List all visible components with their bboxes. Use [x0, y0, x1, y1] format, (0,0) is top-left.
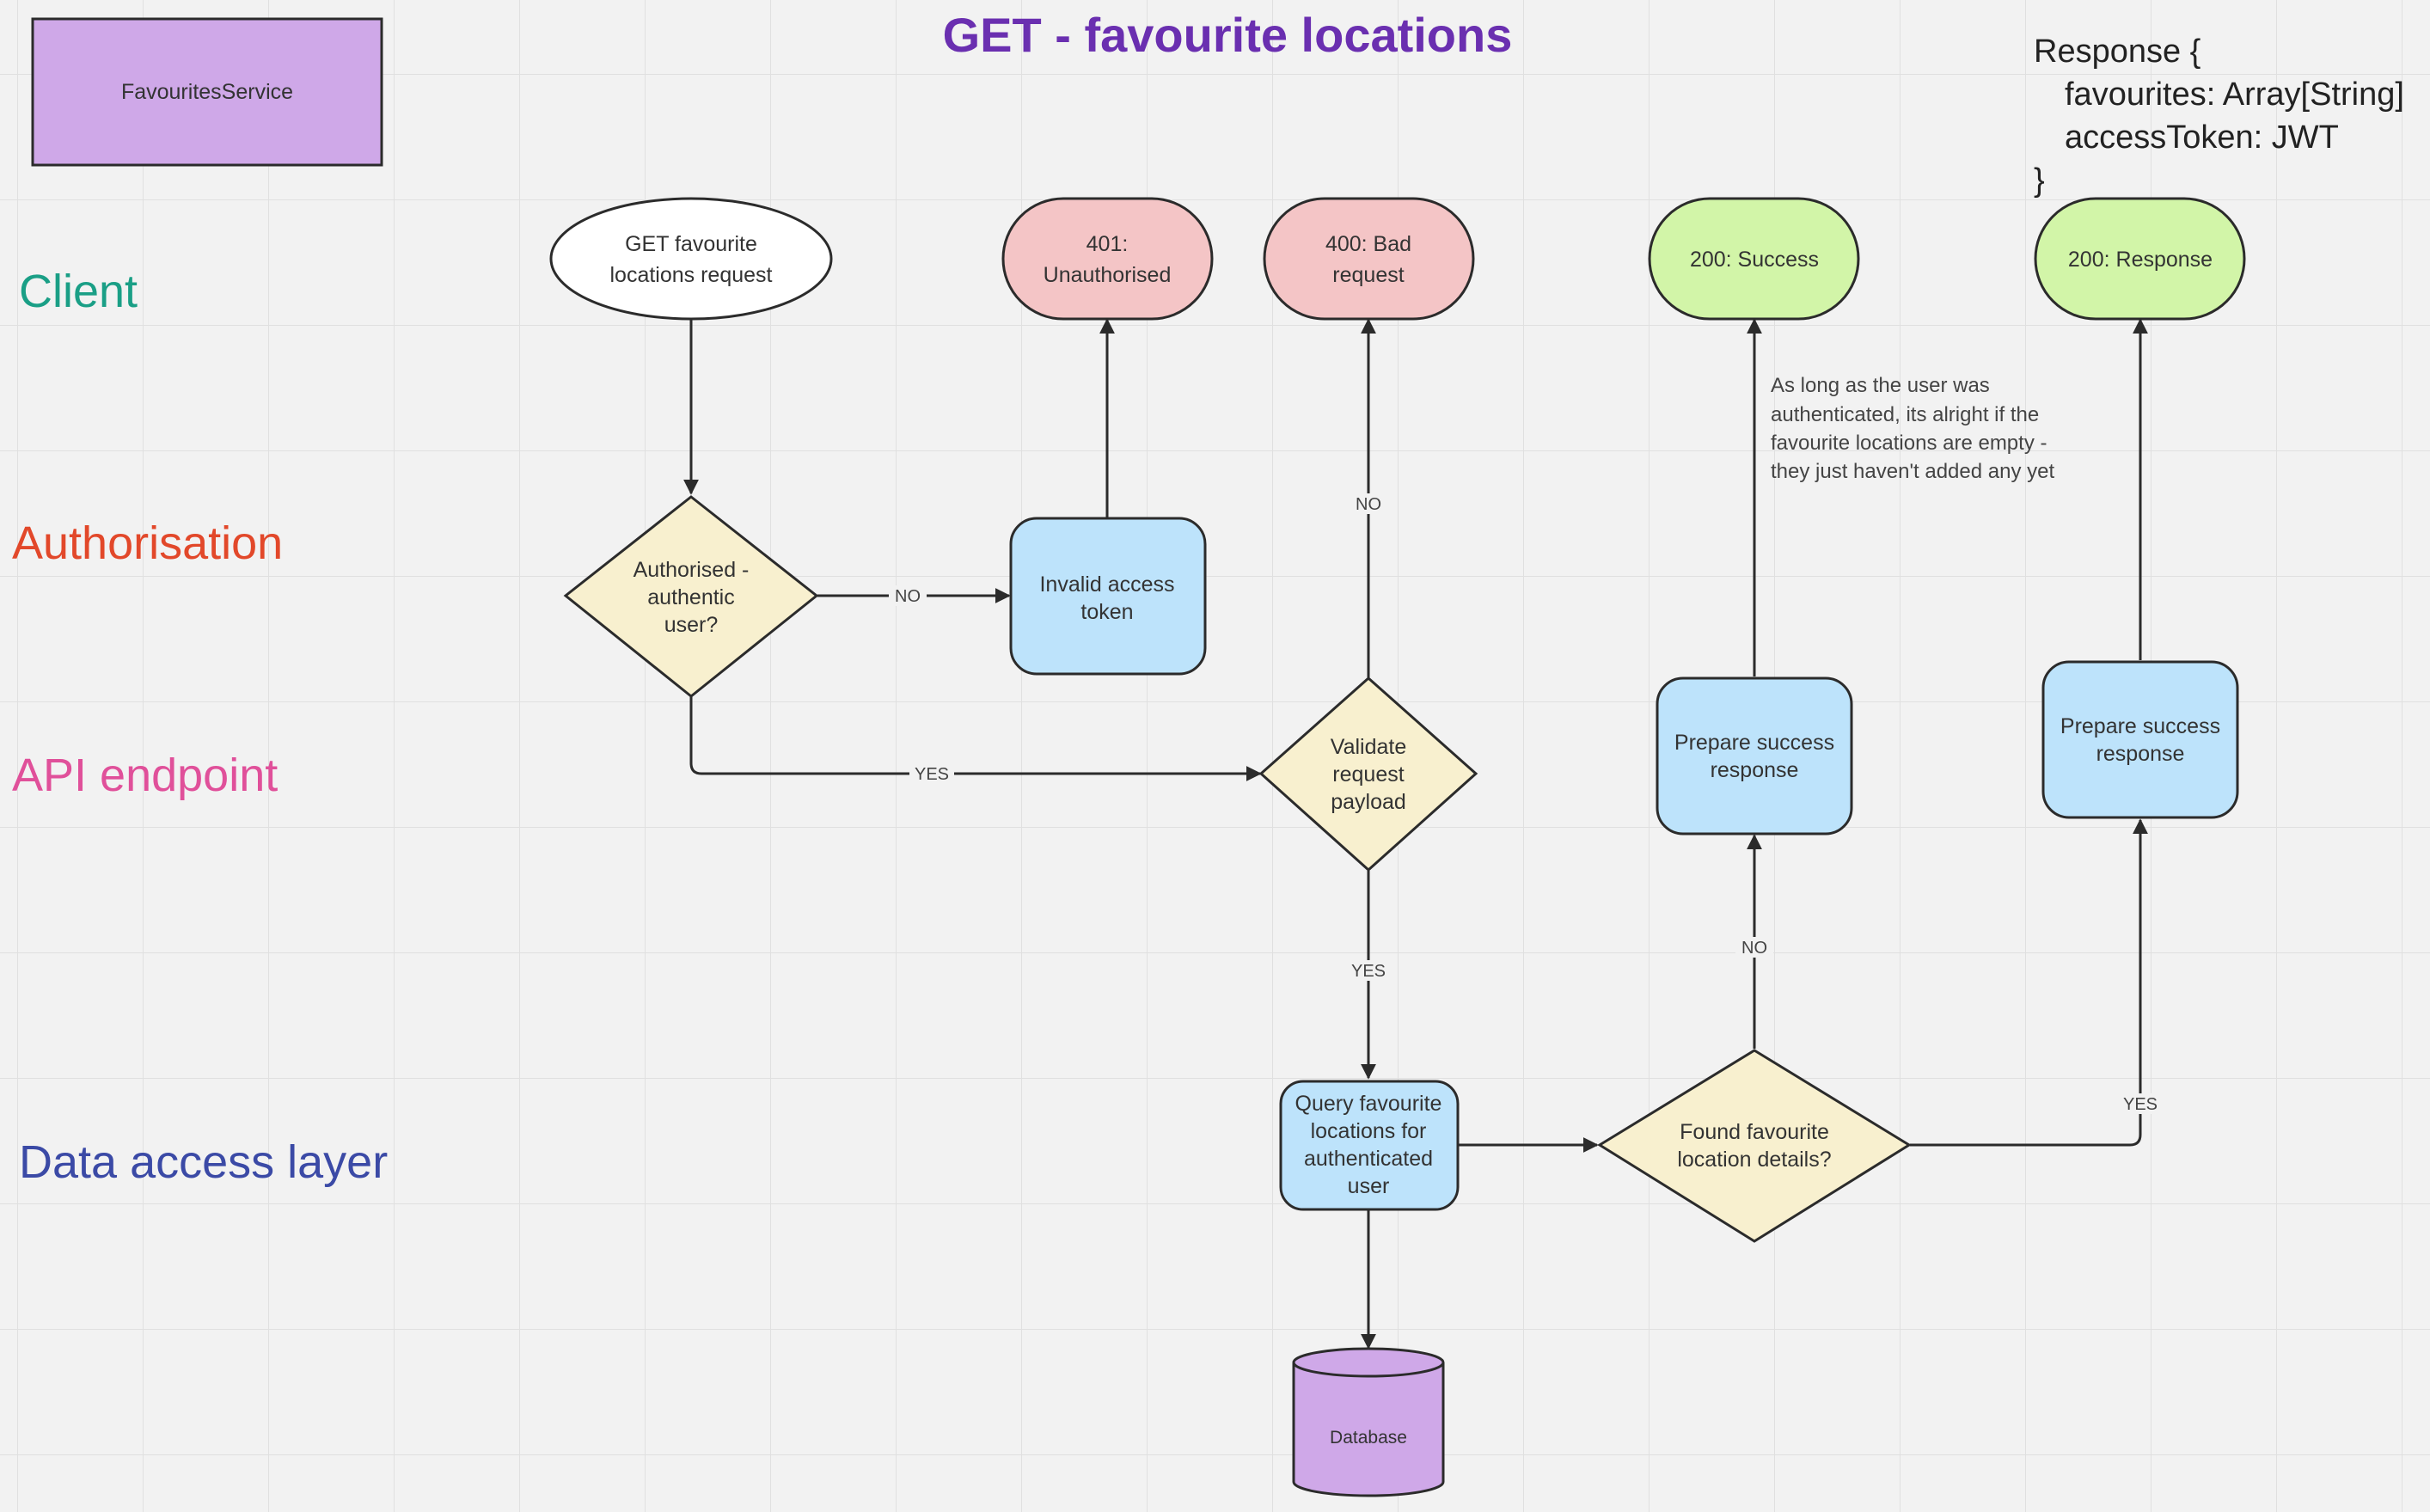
node-authorised-check: Authorised - authentic user?: [563, 495, 819, 698]
node-query-line-1: Query favourite: [1295, 1092, 1442, 1116]
node-200-response-label: 200: Response: [2068, 248, 2213, 272]
edge-label-auth-no: NO: [895, 587, 921, 606]
node-prepare2-line-2: response: [2096, 742, 2185, 766]
node-prepare2-line-1: Prepare success: [2060, 714, 2220, 738]
legend-label: FavouritesService: [121, 80, 293, 104]
note-line-2: authenticated, its alright if the: [1771, 403, 2039, 426]
note-line-4: they just haven't added any yet: [1771, 460, 2054, 483]
node-found-line-1: Found favourite: [1680, 1120, 1829, 1144]
response-schema-line-3: accessToken: JWT: [2065, 119, 2339, 156]
edge-label-auth-yes: YES: [915, 765, 949, 784]
legend-swatch: [31, 17, 383, 167]
node-found-details: Found favourite location details?: [1597, 1049, 1912, 1243]
node-validate-line-1: Validate: [1331, 735, 1407, 759]
edge-labels: NO YES NO YES NO YES: [889, 493, 2163, 1114]
edge-label-found-yes: YES: [2123, 1095, 2158, 1114]
response-schema-line-2: favourites: Array[String]: [2065, 77, 2404, 113]
node-401-line-2: Unauthorised: [1044, 263, 1172, 287]
node-401-line-1: 401:: [1086, 232, 1129, 256]
edges: [683, 318, 2148, 1350]
node-authorised-line-1: Authorised -: [634, 558, 750, 582]
node-query-line-3: authenticated: [1304, 1147, 1433, 1171]
legend-favourites-service: FavouritesService: [31, 17, 383, 167]
node-200-success-label: 200: Success: [1690, 248, 1819, 272]
node-get-request: GET favourite locations request: [549, 197, 833, 321]
node-query-line-2: locations for: [1311, 1119, 1427, 1143]
note-line-1: As long as the user was: [1771, 374, 1990, 397]
edge-found-yes: [1910, 818, 2148, 1147]
lane-label-api-endpoint: API endpoint: [12, 750, 278, 801]
node-validate-line-2: request: [1332, 762, 1404, 787]
node-invalid-token: Invalid access token: [1009, 517, 1207, 676]
node-200-response: 200: Response: [2034, 197, 2246, 321]
node-401-unauthorised: 401: Unauthorised: [1001, 197, 1214, 321]
node-prepare-success-2: Prepare success response: [2041, 660, 2239, 819]
diagram-title: GET - favourite locations: [943, 8, 1513, 62]
node-400-line-2: request: [1332, 263, 1404, 287]
node-authorised-line-2: authentic: [647, 585, 734, 609]
node-database-label: Database: [1330, 1428, 1407, 1448]
node-validate-line-3: payload: [1331, 790, 1406, 814]
node-database: Database: [1292, 1347, 1445, 1497]
note-empty-favourites: As long as the user was authenticated, i…: [1771, 374, 2054, 483]
node-get-request-line-1: GET favourite: [625, 232, 757, 256]
node-400-bad-request: 400: Bad request: [1263, 197, 1475, 321]
node-authorised-line-3: user?: [664, 613, 719, 637]
lane-label-authorisation: Authorisation: [12, 517, 283, 569]
node-validate-payload: Validate request payload: [1258, 676, 1478, 872]
edge-label-validate-yes: YES: [1351, 962, 1386, 981]
node-200-success: 200: Success: [1648, 197, 1860, 321]
node-invalid-line-1: Invalid access: [1039, 572, 1174, 597]
note-line-3: favourite locations are empty -: [1771, 432, 2047, 455]
response-schema-line-4: }: [2034, 162, 2045, 199]
node-query-favourites: Query favourite locations for authentica…: [1279, 1080, 1460, 1211]
edge-label-validate-no: NO: [1356, 495, 1381, 514]
response-schema: Response { favourites: Array[String] acc…: [2034, 34, 2404, 199]
node-prepare-success-1: Prepare success response: [1656, 676, 1853, 836]
lane-label-client: Client: [19, 266, 138, 317]
lane-label-data-access-layer: Data access layer: [19, 1136, 388, 1188]
edge-auth-yes: [689, 696, 1262, 781]
edge-label-found-no: NO: [1741, 939, 1767, 958]
node-get-request-line-2: locations request: [609, 263, 772, 287]
node-found-line-2: location details?: [1677, 1148, 1831, 1172]
node-prepare1-line-1: Prepare success: [1674, 731, 1834, 755]
node-query-line-4: user: [1348, 1174, 1390, 1198]
node-prepare1-line-2: response: [1711, 758, 1799, 782]
node-invalid-line-2: token: [1080, 600, 1133, 624]
node-400-line-1: 400: Bad: [1325, 232, 1411, 256]
response-schema-line-1: Response {: [2034, 34, 2201, 70]
